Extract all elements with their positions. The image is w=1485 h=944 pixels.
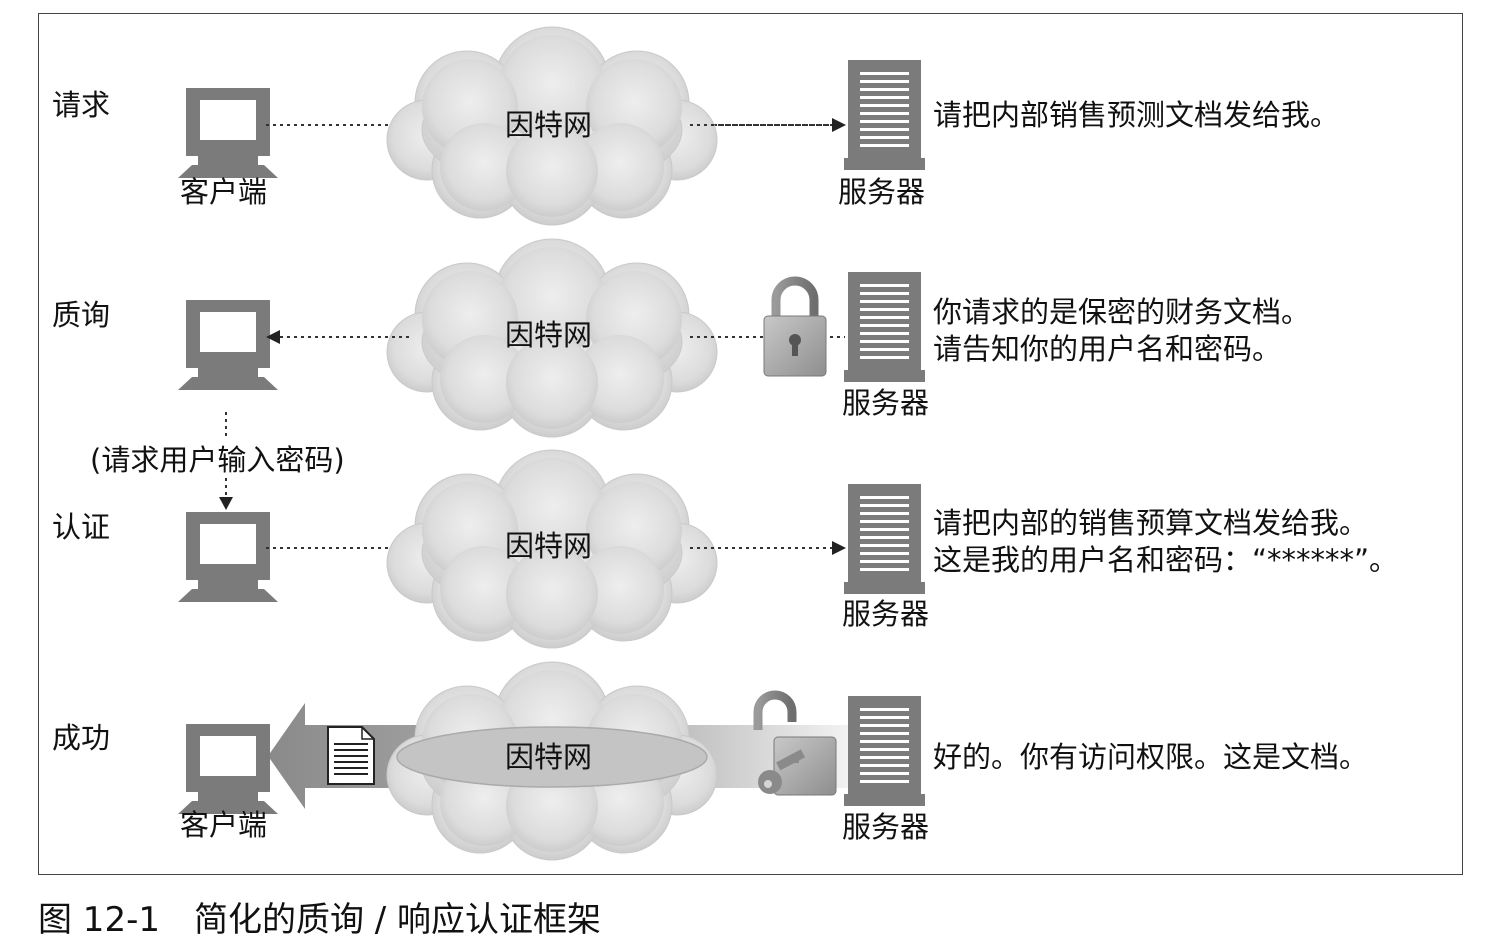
arrow-head [832,118,846,132]
arrow-head [832,541,846,555]
cloud-label: 因特网 [505,108,593,142]
message-line: 好的。你有访问权限。这是文档。 [933,740,1369,774]
server-icon [844,484,925,594]
row-success [178,661,925,861]
cloud-label: 因特网 [505,318,593,352]
cloud-label: 因特网 [505,740,593,774]
arrow-head [219,497,233,510]
tunnel [396,726,708,788]
computer-icon [178,724,278,814]
figure-title: 简化的质询 / 响应认证框架 [193,900,602,940]
server-label: 服务器 [842,386,930,420]
step-label-success: 成功 [52,721,111,755]
lock-icon [763,276,827,377]
prompt-note: (请求用户输入密码) [90,443,345,477]
row-authorization [178,449,925,649]
step-label-authorization: 认证 [52,510,111,544]
server-label: 服务器 [842,597,930,631]
message-line: 请把内部销售预测文档发给我。 [933,98,1340,132]
arrow-head [266,330,280,344]
row-challenge [178,238,925,438]
step-label-request: 请求 [52,88,111,122]
server-label: 服务器 [838,175,926,209]
figure-number: 图 12-1 [38,900,160,940]
unlocked-padlock-icon [753,690,837,796]
client-label: 客户端 [180,175,268,209]
server-icon [844,696,925,806]
message-line: 请把内部的销售预算文档发给我。 [933,506,1369,540]
cloud-label: 因特网 [505,529,593,563]
server-label: 服务器 [842,810,930,844]
row-request [178,26,925,226]
computer-icon [178,512,278,602]
computer-icon [178,300,278,390]
document-icon [327,726,375,785]
computer-icon [178,88,278,178]
key-icon [758,749,806,794]
figure-frame [38,13,1463,875]
message-line: 你请求的是保密的财务文档。 [933,295,1311,329]
client-label: 客户端 [180,808,268,842]
message-line: 这是我的用户名和密码：“******”。 [933,543,1399,577]
message-line: 请告知你的用户名和密码。 [933,332,1282,366]
server-icon [844,60,925,170]
figure-caption: 图 12-1 简化的质询 / 响应认证框架 [38,900,601,940]
step-label-challenge: 质询 [52,298,111,332]
server-icon [844,272,925,382]
